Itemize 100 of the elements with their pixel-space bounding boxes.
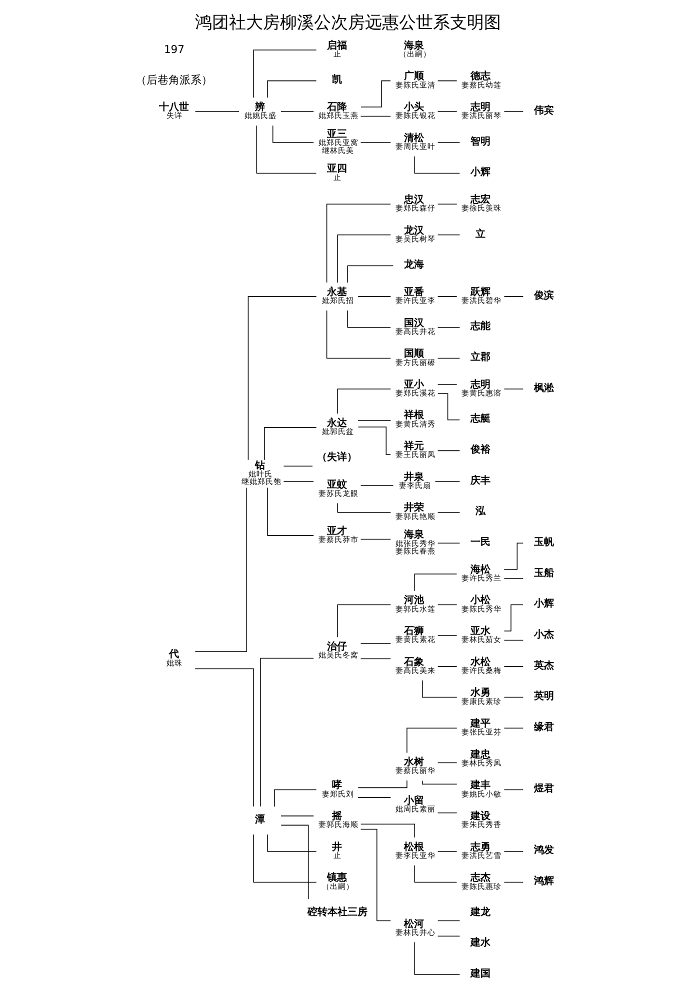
node-label: 妻黄氏惠溶 (461, 388, 502, 398)
node-label: 妻林氏秀凤 (461, 758, 502, 768)
connector (280, 111, 314, 112)
node-text: 立郡 (470, 352, 490, 364)
node-label: 继妣郑氏匏 (240, 477, 281, 486)
node-text: 国汉 (404, 318, 424, 329)
node-text: 龙海 (404, 260, 424, 271)
node-label: 妻郑氏刘 (321, 789, 354, 798)
node-text: 井荣 (404, 502, 424, 514)
node-text: 智明 (470, 136, 490, 148)
node-text: 志能 (470, 321, 490, 332)
connector (434, 481, 460, 482)
node-label: 妣郑氏招 (321, 296, 354, 306)
connector (326, 310, 390, 359)
node-text: 潭 (254, 814, 265, 826)
node-text: 永基 (326, 286, 347, 298)
node-label: 妻黄氏素花 (394, 635, 435, 644)
node-label: 妻徐氏羡珠 (461, 204, 502, 213)
connector (436, 666, 457, 667)
node-text: 海泉 (404, 40, 424, 52)
node-label: 止 (332, 850, 341, 860)
label: 197 (163, 42, 184, 56)
node-label: 妻林氏茹女 (461, 635, 502, 644)
node-label: 妣郭氏盆 (321, 427, 354, 436)
connector (503, 296, 524, 297)
connector (503, 111, 524, 112)
node-text: 凯 (332, 74, 342, 86)
node-label: 妻高氏美来 (394, 666, 435, 675)
node-text: 立 (475, 228, 486, 240)
node-label: 妻李氏亚华 (394, 850, 435, 860)
node-label: 妻郭氏水莲 (394, 604, 435, 614)
connector (282, 481, 314, 482)
node-text: 跃辉 (470, 286, 490, 298)
connector (274, 789, 316, 807)
node-text: 亚番 (404, 286, 424, 298)
connector (252, 834, 316, 883)
node-text: 玉帆 (534, 537, 554, 548)
connector (503, 789, 524, 790)
node-label: 妻许氏桑梅 (461, 666, 502, 675)
node-label: 妻陈氏春燕 (394, 546, 435, 556)
node-text: 建国 (470, 968, 490, 980)
node-text: 志宏 (470, 194, 490, 206)
node-text: 建平 (470, 718, 490, 730)
node-text: 鸿发 (534, 845, 554, 856)
node-text: 德志 (470, 71, 490, 82)
diagram-title: 鸿团社大房柳溪公次房远惠公世系支明图 (194, 12, 500, 32)
connector (414, 942, 460, 976)
node-text: 亚才 (326, 526, 347, 537)
node-text: 祥根 (404, 410, 424, 422)
node-text: 志艇 (470, 414, 490, 425)
connector (264, 427, 316, 460)
node-text: 代 (168, 649, 179, 660)
node-label: 妻李氏扇 (398, 481, 430, 490)
node-text: 小辉 (470, 167, 490, 178)
node-label: 妻蔡氏丽华 (394, 766, 435, 776)
connector (503, 388, 524, 390)
connector (436, 111, 457, 112)
connector (357, 780, 407, 788)
node-text: 启福 (326, 40, 347, 52)
node-text: 治仔 (326, 641, 347, 652)
connector (414, 574, 457, 592)
connector (503, 578, 524, 579)
node-text: 辨 (254, 102, 265, 114)
connector (406, 728, 457, 754)
connector (503, 696, 524, 698)
node-label: 妻朱氏秀香 (461, 820, 502, 830)
node-text: 十八世 (158, 102, 189, 114)
node-text: 英明 (534, 691, 554, 702)
connector (357, 296, 391, 297)
connector (436, 358, 460, 359)
connector (436, 450, 460, 452)
connector (280, 824, 308, 900)
node-label: 妻许氏亚李 (394, 296, 435, 306)
node-label: 妻康氏素珍 (461, 696, 502, 706)
connector (436, 920, 460, 922)
node-text: 一民 (470, 537, 490, 548)
node-text: 河池 (404, 595, 424, 606)
node-text: 水勇 (470, 688, 490, 699)
node-text: 建忠 (470, 749, 490, 760)
node-text: 镇惠 (326, 872, 347, 884)
connector (360, 828, 390, 922)
node-label: 妻洪氏艺雪 (461, 850, 502, 860)
node-label: 妣郑氏玉燕 (318, 111, 358, 120)
connector (266, 834, 316, 852)
node-label: （出嗣） (398, 50, 430, 59)
node-text: 井泉 (404, 472, 424, 483)
connector (272, 125, 314, 143)
node-text: 俊滨 (534, 290, 554, 302)
node-text: 硿转本社三房 (307, 906, 368, 918)
connector (256, 125, 316, 174)
node-text: 玉船 (534, 568, 554, 579)
node-text: 龙汉 (404, 225, 424, 236)
node-label: 妣张氏秀华 (394, 538, 435, 548)
node-label: 妻郭氏艳顺 (394, 512, 435, 521)
connector (503, 882, 524, 883)
connector (503, 851, 524, 852)
connector (421, 680, 457, 698)
node-label: 失详 (166, 111, 182, 120)
connector (357, 420, 391, 421)
connector (414, 864, 457, 883)
